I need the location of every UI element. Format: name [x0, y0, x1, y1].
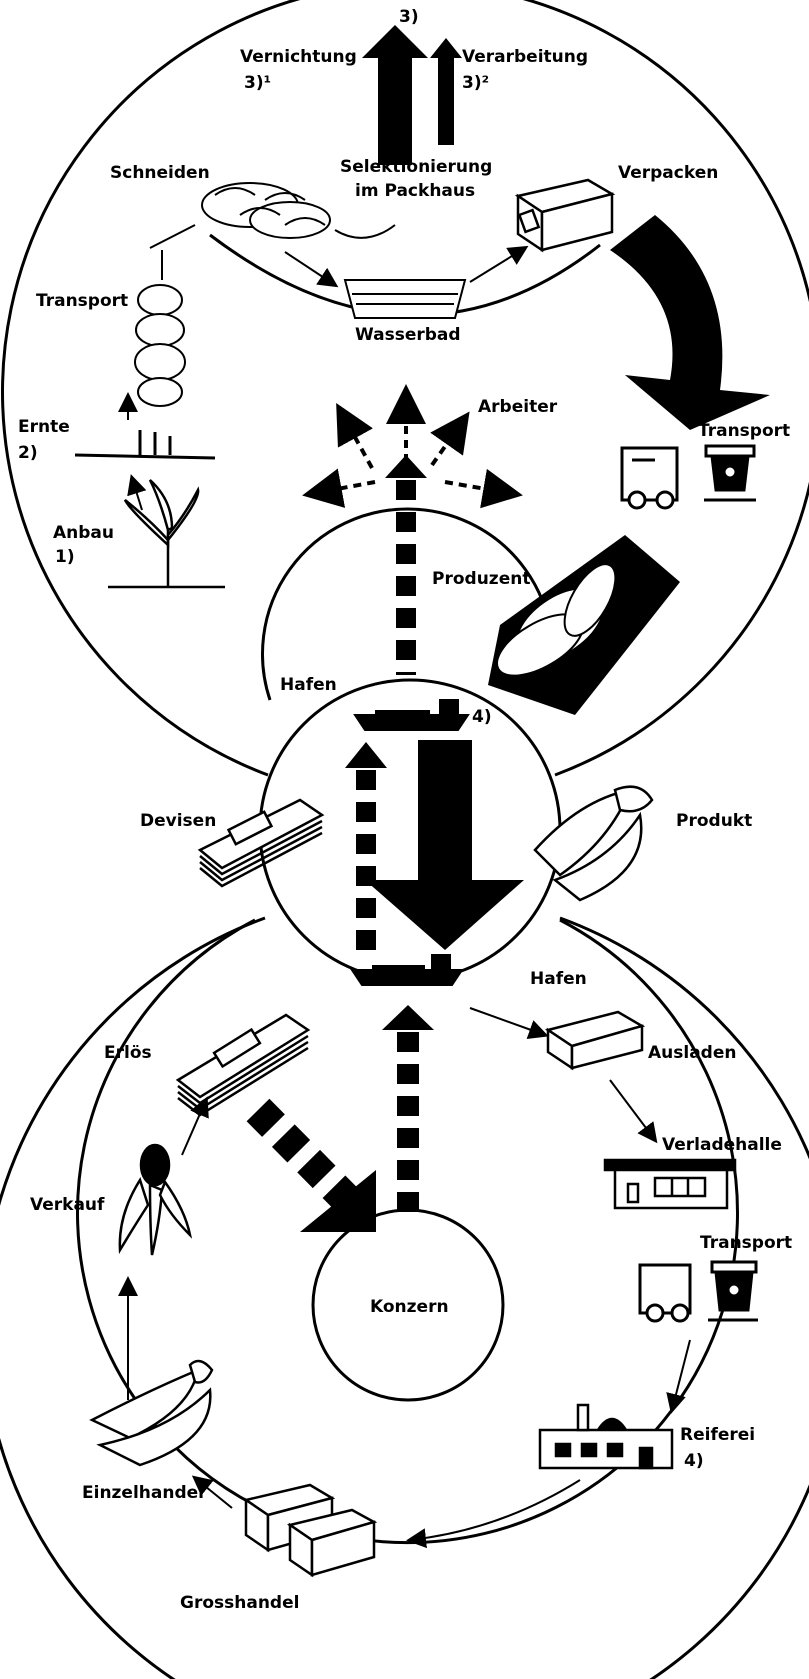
arrow-reiferei-grosshandel	[406, 1479, 581, 1549]
transport-bottom-label: Transport	[700, 1233, 792, 1253]
konzern-arrow-head	[382, 1005, 434, 1030]
boxes-grosshandel-icon	[242, 1483, 378, 1578]
banana-retail-icon	[89, 1359, 214, 1467]
warehouse-icon	[603, 1158, 737, 1210]
einzelhandel-label: Einzelhandel	[82, 1483, 204, 1503]
ship-bottom-icon	[350, 954, 464, 986]
verpacken-label: Verpacken	[618, 163, 718, 183]
ausladen-label: Ausladen	[648, 1043, 736, 1063]
big-arrow-verpacken-transport	[610, 215, 770, 430]
ship-top-icon	[353, 699, 470, 731]
verarbeitung-note: 3)²	[462, 73, 489, 93]
hafen-bottom-label: Hafen	[530, 969, 587, 989]
verkauf-label: Verkauf	[30, 1195, 105, 1215]
selektionierung-label-1: Selektionierung	[340, 157, 492, 177]
banana-bunch-cut-icon	[201, 182, 396, 239]
box-package-icon	[514, 178, 616, 253]
verarbeitung-label: Verarbeitung	[462, 47, 588, 67]
grosshandel-label: Grosshandel	[180, 1593, 299, 1613]
produkt-label: Produkt	[676, 811, 752, 831]
truck-icon	[620, 446, 679, 510]
money-stack-icon	[197, 798, 325, 888]
erloes-dashed-shaft	[246, 1098, 364, 1217]
wasserbad-tub-icon	[343, 279, 467, 319]
hafen-top-label: Hafen	[280, 675, 337, 695]
marker-3: 3)	[399, 7, 419, 27]
box-ausladen-icon	[544, 1010, 646, 1071]
schneiden-label: Schneiden	[110, 163, 210, 183]
ernte-label: Ernte	[18, 417, 70, 437]
reiferei-note: 4)	[684, 1451, 704, 1471]
wasserbad-label: Wasserbad	[355, 325, 461, 345]
transport-right-label: Transport	[698, 421, 790, 441]
devisen-arrow-head	[345, 742, 387, 768]
banana-product-icon	[533, 785, 654, 902]
transport-left-label: Transport	[36, 291, 128, 311]
arbeiter-arrow-head	[385, 455, 427, 478]
verladehalle-label: Verladehalle	[662, 1135, 782, 1155]
anbau-label: Anbau	[53, 523, 114, 543]
verarbeitung-arrow	[430, 38, 462, 145]
ship-crane-bottom-icon	[708, 1260, 758, 1322]
arrow-grosshandel-einzelhandel	[191, 1475, 233, 1509]
product-big-down-arrow	[365, 740, 524, 950]
selektionierung-label-2: im Packhaus	[355, 181, 475, 201]
arrow-anbau-ernte	[127, 474, 147, 511]
konzern-label: Konzern	[370, 1297, 449, 1317]
devisen-label: Devisen	[140, 811, 216, 831]
ship-crane-icon	[704, 444, 756, 502]
truck-bottom-icon	[638, 1263, 692, 1323]
arrow-ausladen-verladehalle	[609, 1079, 658, 1144]
erloes-arrow-head	[300, 1170, 376, 1232]
anbau-note: 1)	[55, 547, 75, 567]
ripening-factory-icon	[538, 1403, 674, 1470]
arbeiter-label: Arbeiter	[478, 397, 558, 417]
arrow-schneiden-wasserbad	[284, 251, 339, 288]
harvest-ground-icon	[74, 430, 216, 460]
arrow-transport-reiferei	[666, 1339, 691, 1414]
vernichtung-label: Vernichtung	[240, 47, 357, 67]
banana-plant-icon	[108, 479, 225, 589]
arrow-wasserbad-verpacken	[469, 245, 529, 283]
arrow-hafen-ausladen	[469, 1007, 549, 1039]
erloes-label: Erlös	[104, 1043, 152, 1063]
top-outer-circle	[1, 0, 809, 777]
banana-stalk-icon	[134, 224, 196, 407]
vernichtung-arrow	[362, 25, 428, 165]
banana-bunch-icon	[496, 563, 617, 677]
vernichtung-note: 3)¹	[244, 73, 271, 93]
reiferei-label: Reiferei	[680, 1425, 755, 1445]
produzent-label: Produzent	[432, 569, 530, 589]
ernte-note: 2)	[18, 443, 38, 463]
ship-note: 4)	[472, 707, 492, 727]
arbeiter-dashed-arrows	[302, 384, 523, 509]
peeled-banana-icon	[118, 1143, 193, 1256]
money-erloes-icon	[175, 1013, 311, 1117]
bottom-outer-circle	[0, 916, 809, 1679]
